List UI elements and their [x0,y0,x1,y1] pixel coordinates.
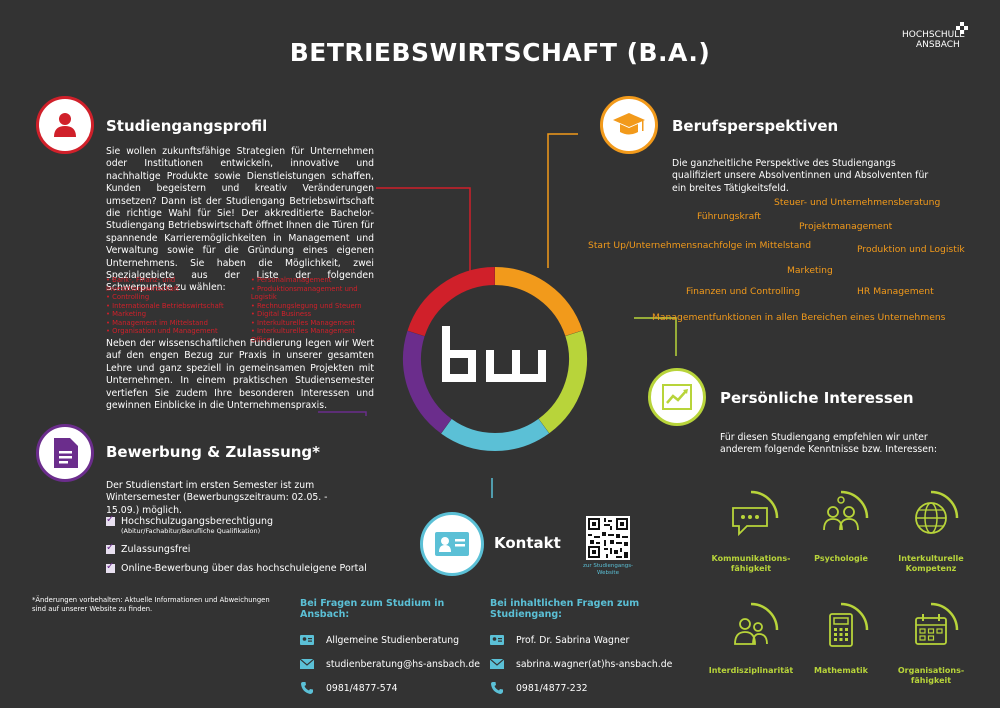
document-icon [36,424,94,482]
focus-list-right: • Personalmanagement • Produktionsmanage… [251,276,376,344]
interest-item: Psychologie [796,488,886,564]
contact-email-row[interactable]: studienberatung@hs-ansbach.de [300,652,480,676]
kontakt-heading: Kontakt [494,534,561,552]
checklist-item: Hochschulzugangsberechtigung(Abitur/Fach… [106,514,376,536]
focus-item: • Personalmanagement [250,276,332,284]
contact-column-general: Bei Fragen zum Studium in Ansbach: Allge… [300,598,480,700]
envelope-icon [300,659,314,669]
career-field: Steuer- und Unternehmensberatung [774,197,941,208]
bewerbung-text: Der Studienstart im ersten Semester ist … [106,480,328,516]
central-ring [402,267,587,451]
focus-item: • Produktionsmanagement und Logistik [250,284,358,302]
contact-phone-row[interactable]: 0981/4877-232 [490,676,690,700]
globe-icon [901,488,961,548]
profil-heading: Studiengangsprofil [106,117,268,135]
phone-icon [490,682,504,694]
career-field: Start Up/Unternehmensnachfolge im Mittel… [588,240,812,251]
page-title: BETRIEBSWIRTSCHAFT (B.A.) [289,38,711,67]
career-field: Projektmanagement [799,221,893,232]
qr-caption: zur Studiengangs- Website [582,563,634,576]
focus-list: • Bank-, Finanz- und Investitionswirtsch… [106,276,376,344]
interest-item: Interdisziplinarität [706,600,796,676]
logo-line1: HOCHSCHULE [902,30,965,40]
contact-phone-row[interactable]: 0981/4877-574 [300,676,480,700]
focus-item: • Controlling [106,293,150,301]
checkbox-icon [106,542,115,554]
envelope-icon [490,659,504,669]
focus-item: • Digital Business [250,310,312,318]
focus-item: • Interkulturelles Management Office [250,327,356,344]
contact-column-heading: Bei inhaltlichen Fragen zum Studiengang: [490,598,640,620]
bw-logo-mark [442,326,546,382]
phone-icon [300,682,314,694]
career-field: Führungskraft [697,211,761,222]
focus-item: • Interkulturelles Management [250,318,356,327]
people-mind-icon [811,488,871,548]
career-field: HR Management [857,286,934,297]
chart-growth-icon [648,368,706,426]
checklist-item: Online-Bewerbung über das hochschuleigen… [106,561,376,574]
contact-card-icon [420,512,484,576]
focus-list-left: • Bank-, Finanz- und Investitionswirtsch… [106,276,241,344]
contact-name-row: Prof. Dr. Sabrina Wagner [490,628,690,652]
profil-text2: Neben der wissenschaftlichen Fundierung … [106,338,374,412]
beruf-heading: Berufsperspektiven [672,117,839,135]
bewerbung-checklist: Hochschulzugangsberechtigung(Abitur/Fach… [106,514,376,582]
contact-email-row[interactable]: sabrina.wagner(at)hs-ansbach.de [490,652,690,676]
bewerbung-heading: Bewerbung & Zulassung* [106,443,321,461]
career-field: Finanzen und Controlling [686,286,801,297]
id-card-icon [490,635,504,645]
focus-item: • Organisation und Management [106,327,218,335]
university-logo: HOCHSCHULE ANSBACH [902,22,972,60]
id-card-icon [300,635,314,645]
footnote: *Änderungen vorbehalten: Aktuelle Inform… [32,596,270,613]
checkbox-icon [106,561,115,573]
focus-item: • Marketing [106,310,147,318]
focus-item: • Bank-, Finanz- und Investitionswirtsch… [106,276,179,293]
checkbox-icon [106,514,115,526]
interest-item: Organisations- fähigkeit [886,600,976,686]
profil-text1: Sie wollen zukunftsfähige Strategien für… [106,146,374,294]
interessen-text: Für diesen Studiengang empfehlen wir unt… [720,432,938,456]
logo-line2: ANSBACH [916,40,960,50]
contact-column-program: Bei inhaltlichen Fragen zum Studiengang:… [490,598,690,700]
contact-column-heading: Bei Fragen zum Studium in Ansbach: [300,598,445,620]
career-field: Marketing [787,265,833,276]
beruf-text: Die ganzheitliche Perspektive des Studie… [672,158,929,194]
career-field: Managementfunktionen in allen Bereichen … [652,312,946,323]
interest-item: Mathematik [796,600,886,676]
contact-name-row: Allgemeine Studienberatung [300,628,480,652]
interest-item: Interkulturelle Kompetenz [886,488,976,574]
qr-code[interactable] [586,516,630,560]
checklist-item: Zulassungsfrei [106,542,376,555]
focus-item: • Management im Mittelstand [106,318,208,327]
team-icon [721,600,781,660]
focus-item: • Internationale Betriebswirtschaft [106,301,224,310]
focus-item: • Rechnungslegung und Steuern [250,301,362,310]
calendar-icon [901,600,961,660]
graduation-cap-icon [600,96,658,154]
career-field: Produktion und Logistik [857,244,965,255]
speech-bubble-icon [721,488,781,548]
interest-item: Kommunikations- fähigkeit [706,488,796,574]
interessen-heading: Persönliche Interessen [720,389,914,407]
calculator-icon [811,600,871,660]
profile-icon [36,96,94,154]
interest-grid: Kommunikations- fähigkeit Psychologie In… [706,488,976,688]
